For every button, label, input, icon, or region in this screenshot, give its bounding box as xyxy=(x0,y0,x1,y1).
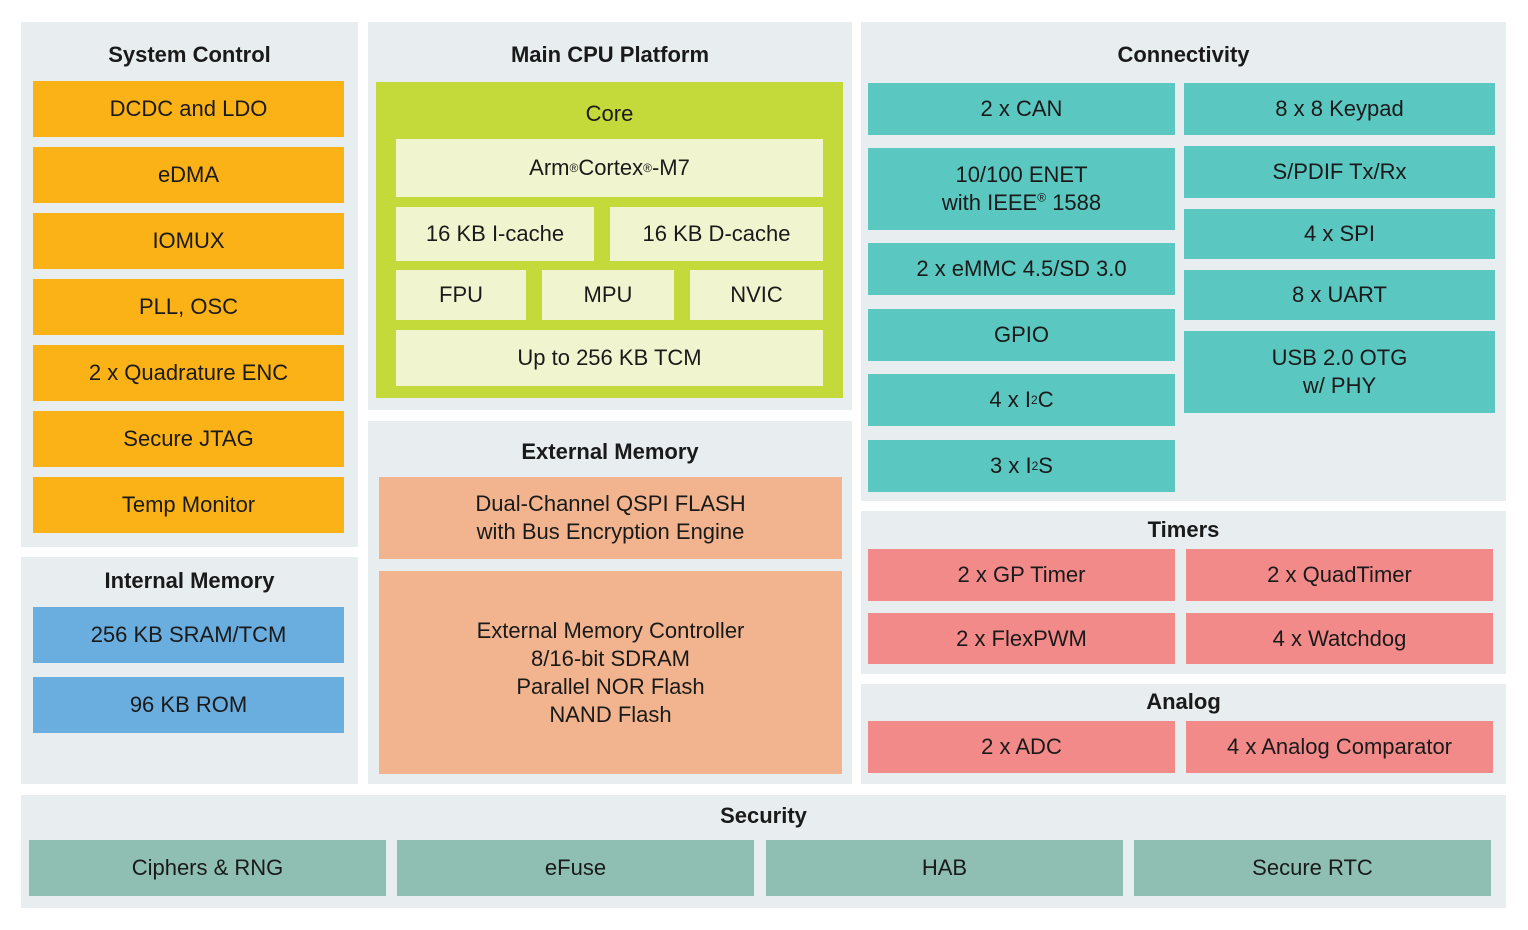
block-external-memory-controller: External Memory Controller 8/16-bit SDRA… xyxy=(379,571,842,774)
block-sram-tcm: 256 KB SRAM/TCM xyxy=(33,607,344,663)
block-iomux: IOMUX xyxy=(33,213,344,269)
block-usb-otg: USB 2.0 OTG w/ PHY xyxy=(1184,331,1495,413)
main-cpu-title: Main CPU Platform xyxy=(510,42,710,67)
cortex-name: Cortex xyxy=(578,155,644,180)
block-keypad: 8 x 8 Keypad xyxy=(1184,83,1495,135)
block-pll-osc: PLL, OSC xyxy=(33,279,344,335)
internal-memory-panel: Internal Memory 256 KB SRAM/TCM 96 KB RO… xyxy=(21,557,358,784)
core-block: Core Arm® Cortex®-M7 16 KB I-cache 16 KB… xyxy=(376,82,843,398)
block-nvic: NVIC xyxy=(690,270,823,320)
block-secure-jtag: Secure JTAG xyxy=(33,411,344,467)
i2s-prefix: 3 x I xyxy=(990,453,1032,478)
block-can: 2 x CAN xyxy=(868,83,1175,135)
internal-memory-title: Internal Memory xyxy=(104,568,275,593)
block-watchdog: 4 x Watchdog xyxy=(1186,613,1493,664)
block-enet: 10/100 ENET with IEEE® 1588 xyxy=(868,148,1175,230)
timers-title: Timers xyxy=(1147,517,1220,542)
block-flexpwm: 2 x FlexPWM xyxy=(868,613,1175,664)
system-control-title: System Control xyxy=(108,42,271,67)
block-spdif: S/PDIF Tx/Rx xyxy=(1184,146,1495,198)
block-quadrature-enc: 2 x Quadrature ENC xyxy=(33,345,344,401)
block-quadtimer: 2 x QuadTimer xyxy=(1186,549,1493,601)
enet-with-ieee: with IEEE xyxy=(941,190,1038,215)
block-mpu: MPU xyxy=(542,270,674,320)
timers-panel: Timers 2 x GP Timer 2 x QuadTimer 2 x Fl… xyxy=(861,511,1506,674)
block-rom: 96 KB ROM xyxy=(33,677,344,733)
block-uart: 8 x UART xyxy=(1184,270,1495,320)
system-control-panel: System Control DCDC and LDO eDMA IOMUX P… xyxy=(21,22,358,547)
main-cpu-panel: Main CPU Platform Core Arm® Cortex®-M7 1… xyxy=(368,22,852,410)
block-edma: eDMA xyxy=(33,147,344,203)
enet-line-2: with IEEE® 1588 xyxy=(942,189,1101,217)
connectivity-title: Connectivity xyxy=(1117,42,1250,67)
analog-panel: Analog 2 x ADC 4 x Analog Comparator xyxy=(861,684,1506,784)
security-title: Security xyxy=(720,803,807,828)
block-emmc-sd: 2 x eMMC 4.5/SD 3.0 xyxy=(868,243,1175,295)
core-title: Core xyxy=(585,101,634,126)
i2s-suffix: S xyxy=(1038,453,1053,478)
block-tcm: Up to 256 KB TCM xyxy=(396,330,823,386)
block-temp-monitor: Temp Monitor xyxy=(33,477,344,533)
block-adc: 2 x ADC xyxy=(868,721,1175,773)
enet-line-1: 10/100 ENET xyxy=(955,162,1088,187)
block-dcdc-ldo: DCDC and LDO xyxy=(33,81,344,137)
block-cortex-m7: Arm® Cortex®-M7 xyxy=(396,139,823,197)
block-dcache: 16 KB D-cache xyxy=(610,207,823,261)
cortex-m7: -M7 xyxy=(651,155,690,180)
external-memory-title: External Memory xyxy=(521,439,699,464)
block-fpu: FPU xyxy=(396,270,526,320)
block-analog-comparator: 4 x Analog Comparator xyxy=(1186,721,1493,773)
enet-reg: ® xyxy=(1037,190,1047,205)
cortex-arm: Arm xyxy=(529,155,570,180)
enet-1588: 1588 xyxy=(1046,190,1102,215)
external-memory-panel: External Memory Dual-Channel QSPI FLASH … xyxy=(368,421,852,784)
block-gpio: GPIO xyxy=(868,309,1175,361)
i2c-suffix: C xyxy=(1037,387,1054,412)
block-gp-timer: 2 x GP Timer xyxy=(868,549,1175,601)
i2c-prefix: 4 x I xyxy=(989,387,1031,412)
block-qspi-flash: Dual-Channel QSPI FLASH with Bus Encrypt… xyxy=(379,477,842,559)
block-hab: HAB xyxy=(766,840,1123,896)
block-icache: 16 KB I-cache xyxy=(396,207,594,261)
block-spi: 4 x SPI xyxy=(1184,209,1495,259)
block-secure-rtc: Secure RTC xyxy=(1134,840,1491,896)
analog-title: Analog xyxy=(1146,689,1221,714)
block-efuse: eFuse xyxy=(397,840,754,896)
connectivity-panel: Connectivity 2 x CAN 10/100 ENET with IE… xyxy=(861,22,1506,501)
security-panel: Security Ciphers & RNG eFuse HAB Secure … xyxy=(21,795,1506,908)
block-ciphers-rng: Ciphers & RNG xyxy=(29,840,386,896)
